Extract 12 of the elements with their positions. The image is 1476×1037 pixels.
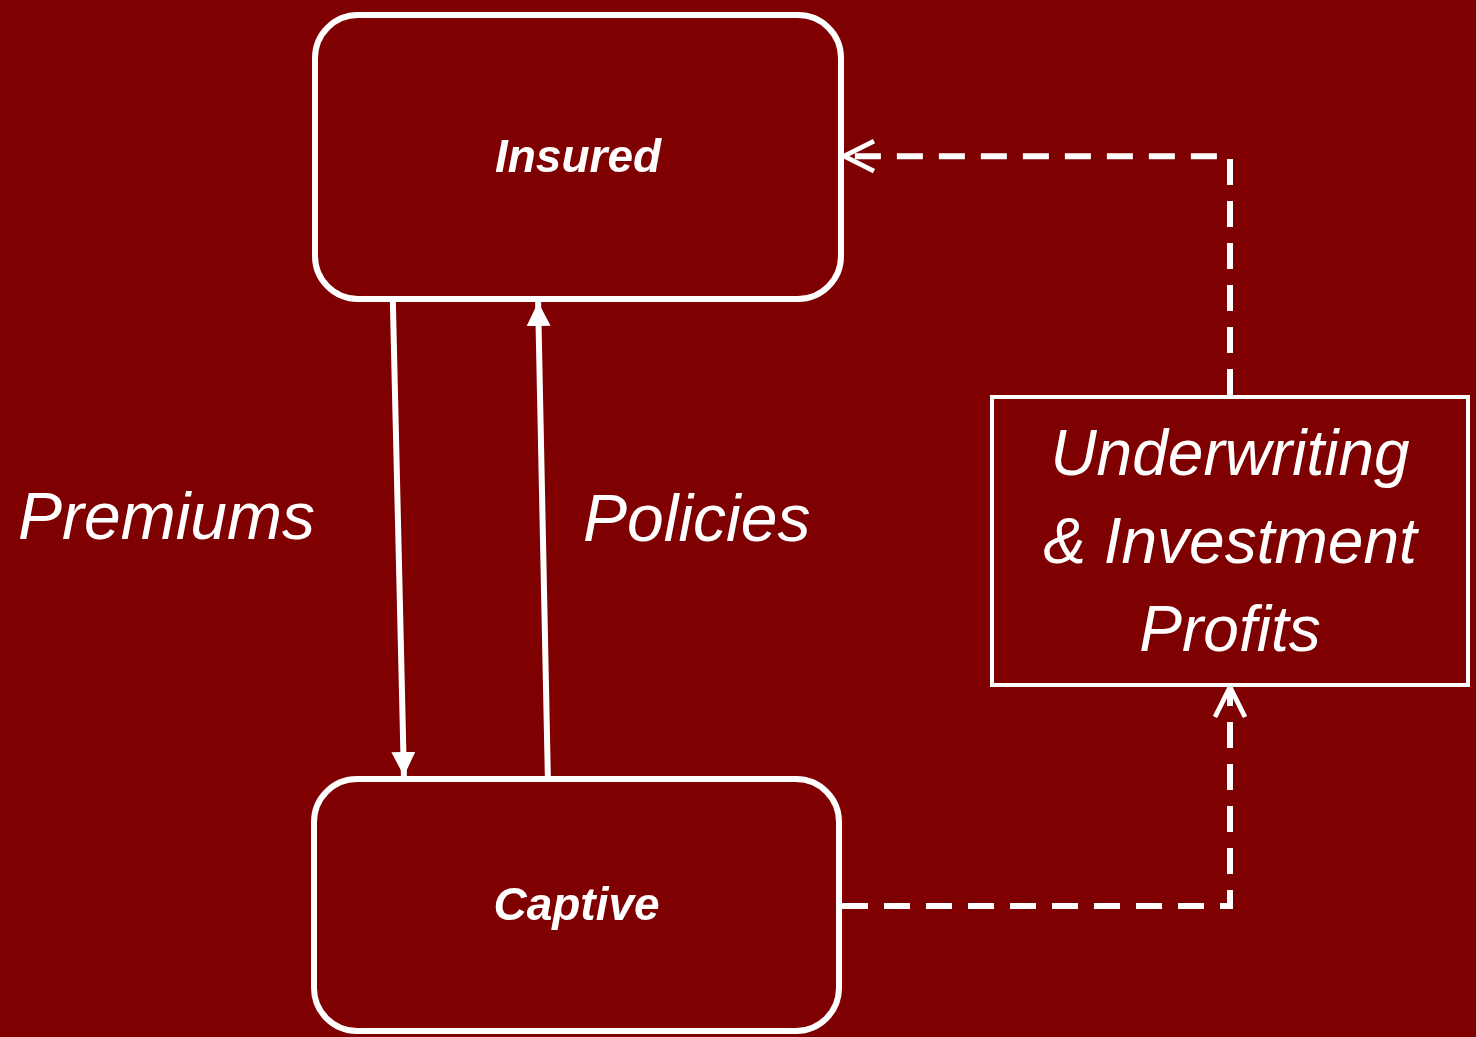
entity-box <box>312 12 844 302</box>
node-label: Underwriting & Investment Profits <box>1042 415 1420 668</box>
process-box <box>990 395 1470 687</box>
dashed-arrow <box>841 138 1233 395</box>
edge-label: Policies <box>583 480 811 556</box>
arrow <box>526 301 551 777</box>
edge-label: Premiums <box>18 478 316 554</box>
dashed-arrow <box>842 684 1248 910</box>
node-label: Insured <box>494 129 662 185</box>
entity-box <box>311 776 842 1034</box>
arrow <box>389 301 416 777</box>
node-label: Captive <box>493 877 660 933</box>
